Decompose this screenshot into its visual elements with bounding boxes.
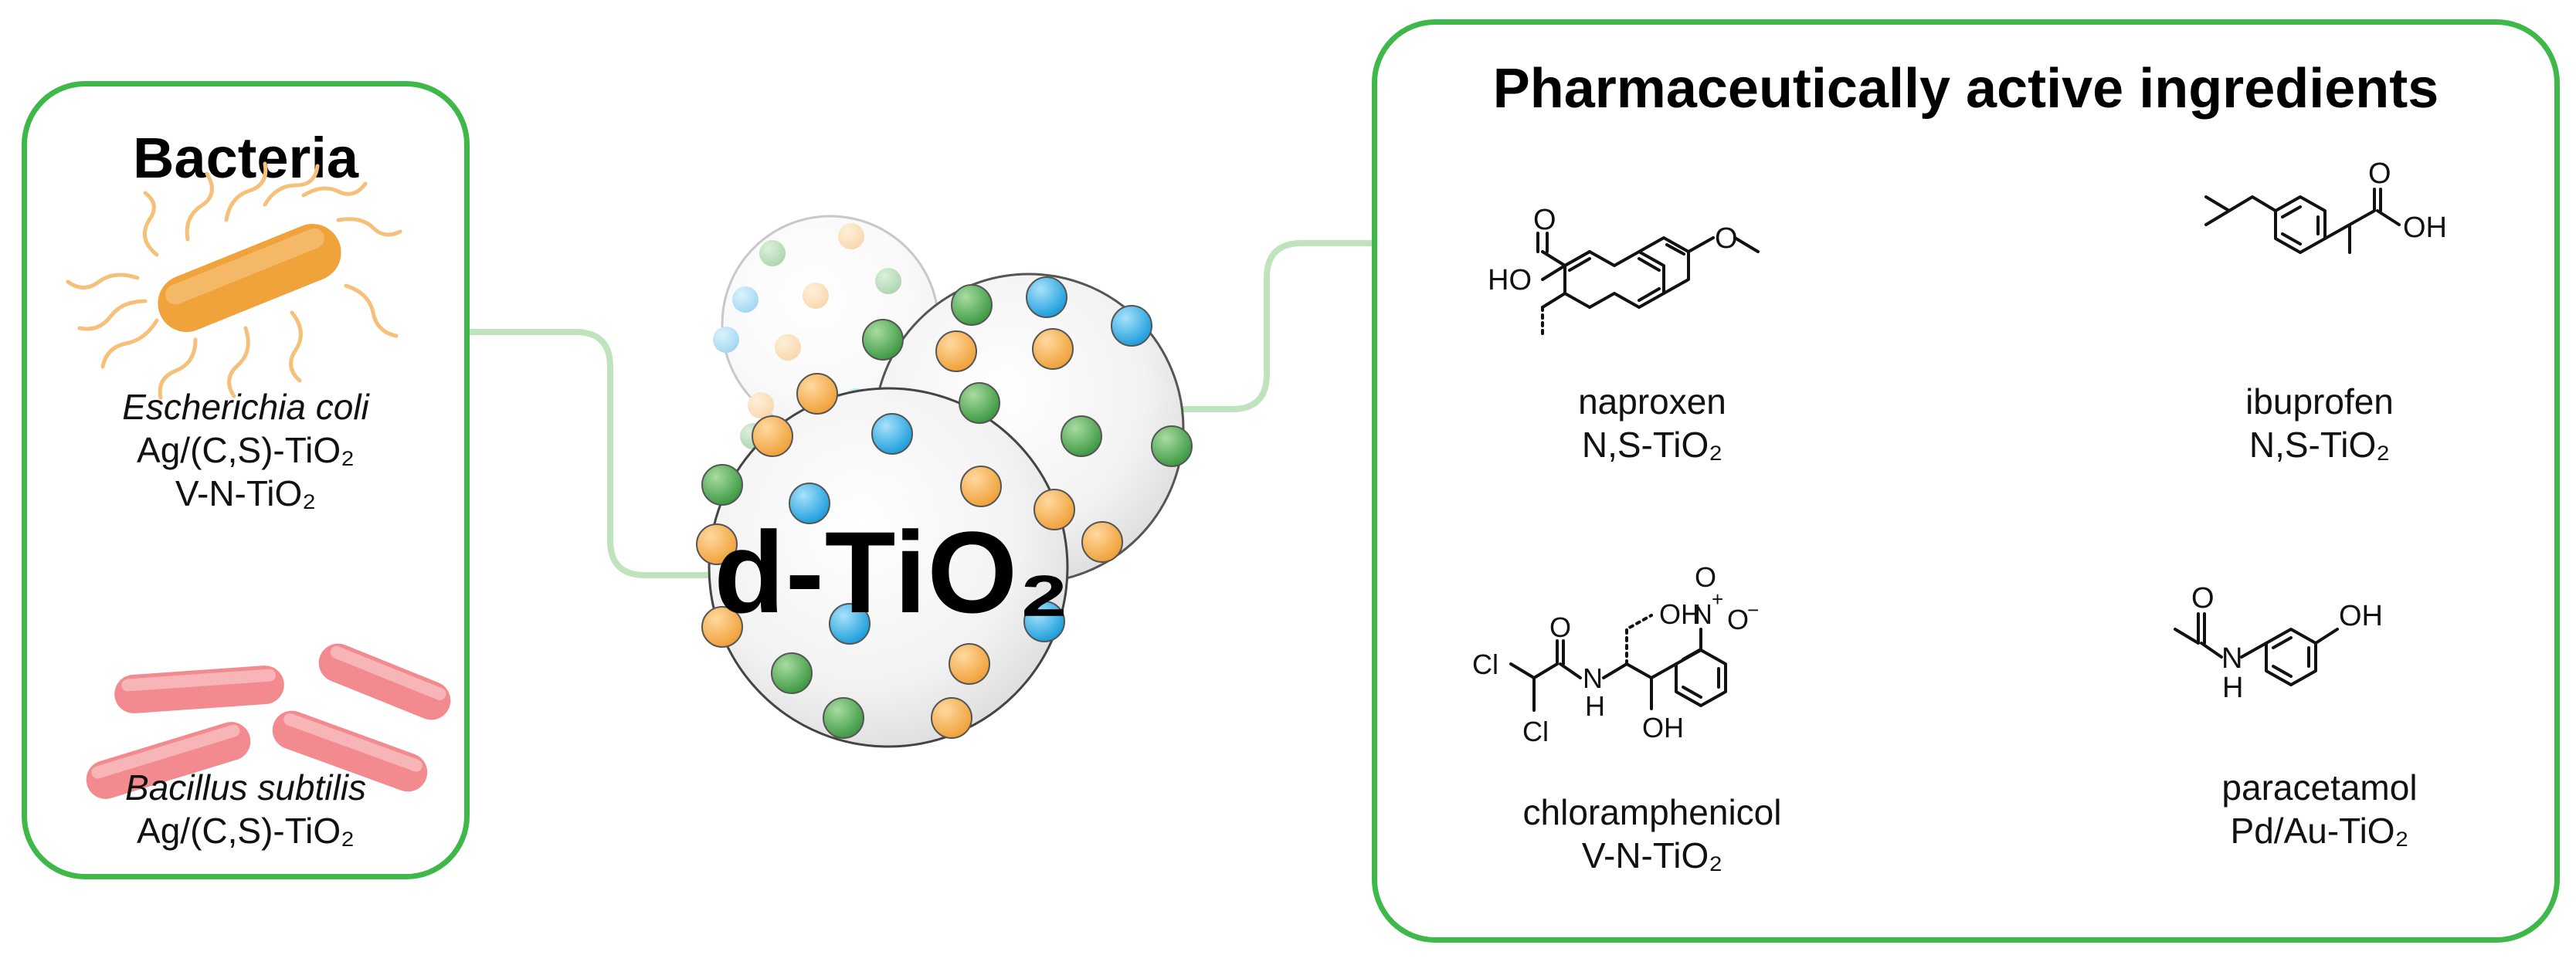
right-connector [1159,240,1372,412]
structures: O HO O O OH [1472,157,2447,747]
paracetamol-atom: H [2222,672,2243,704]
naproxen-atom: O [1533,204,1556,236]
compound-name: naproxen [1578,381,1726,422]
catalyst-label: Ag/(C,S)-TiO₂ [137,811,355,851]
catalyst-label: N,S-TiO₂ [1581,425,1723,465]
organism-name: Escherichia coli [122,387,369,427]
rod-bacterium-with-flagella-icon [66,161,402,400]
chloramphenicol-atom: OH [1659,598,1701,630]
chloramphenicol-caption: chloramphenicol V-N-TiO₂ [1490,791,1814,877]
naproxen-structure [1536,232,1760,337]
catalyst-label: V-N-TiO₂ [1581,835,1723,875]
chloramphenicol-atom: H [1585,690,1605,722]
compound-name: chloramphenicol [1522,792,1782,832]
naproxen-atom: O [1715,222,1738,255]
pharma-title: Pharmaceutically active ingredients [1492,58,2439,120]
chloramphenicol-atom: Cl [1522,716,1549,747]
paracetamol-atom: O [2191,582,2215,615]
paracetamol-structure [2174,612,2339,686]
catalyst-label: N,S-TiO₂ [2248,425,2391,465]
chloramphenicol-atom: − [1747,598,1759,621]
chloramphenicol-atom: N [1583,662,1603,694]
ibuprofen-caption: ibuprofen N,S-TiO₂ [2157,380,2482,466]
catalyst-label: V-N-TiO₂ [175,473,317,513]
compound-name: ibuprofen [2245,381,2394,422]
rod-bacteria-cluster-icon [86,643,451,799]
catalyst-label: Ag/(C,S)-TiO₂ [137,430,355,470]
paracetamol-atom: N [2221,642,2242,675]
paracetamol-caption: paracetamol Pd/Au-TiO₂ [2157,766,2482,852]
bacteria-illustrations [66,161,451,799]
chloramphenicol-atom: O [1727,604,1749,635]
bacteria-panel: Bacteria [22,81,470,879]
paracetamol-atom: OH [2339,600,2383,632]
organism-name: Bacillus subtilis [125,767,366,808]
chloramphenicol-structure [1509,614,1727,712]
ibuprofen-atom: O [2368,157,2391,190]
front-particle [696,373,1075,748]
ibuprofen-structure [2204,188,2401,254]
d-tio2-label: d-TiO₂ [714,507,1071,637]
compound-name: paracetamol [2221,767,2418,808]
catalyst-label: Pd/Au-TiO₂ [2230,811,2409,851]
chloramphenicol-atom: O [1549,611,1571,643]
e-coli-body [158,224,341,332]
chloramphenicol-atom: OH [1642,712,1684,743]
e-coli-caption: Escherichia coli Ag/(C,S)-TiO₂ V-N-TiO₂ [27,385,464,515]
left-connector [470,329,722,578]
ibuprofen-atom: OH [2403,212,2447,244]
pharma-panel: Pharmaceutically active ingredients O HO [1372,19,2560,943]
chloramphenicol-atom: + [1712,588,1723,611]
chloramphenicol-atom: Cl [1472,649,1498,680]
chloramphenicol-atom: N [1692,598,1712,630]
naproxen-atom: HO [1488,264,1532,296]
bacteria-title: Bacteria [132,126,359,190]
b-subtilis-caption: Bacillus subtilis Ag/(C,S)-TiO₂ [27,766,464,852]
chloramphenicol-atom: O [1695,561,1716,593]
naproxen-caption: naproxen N,S-TiO₂ [1490,380,1814,466]
